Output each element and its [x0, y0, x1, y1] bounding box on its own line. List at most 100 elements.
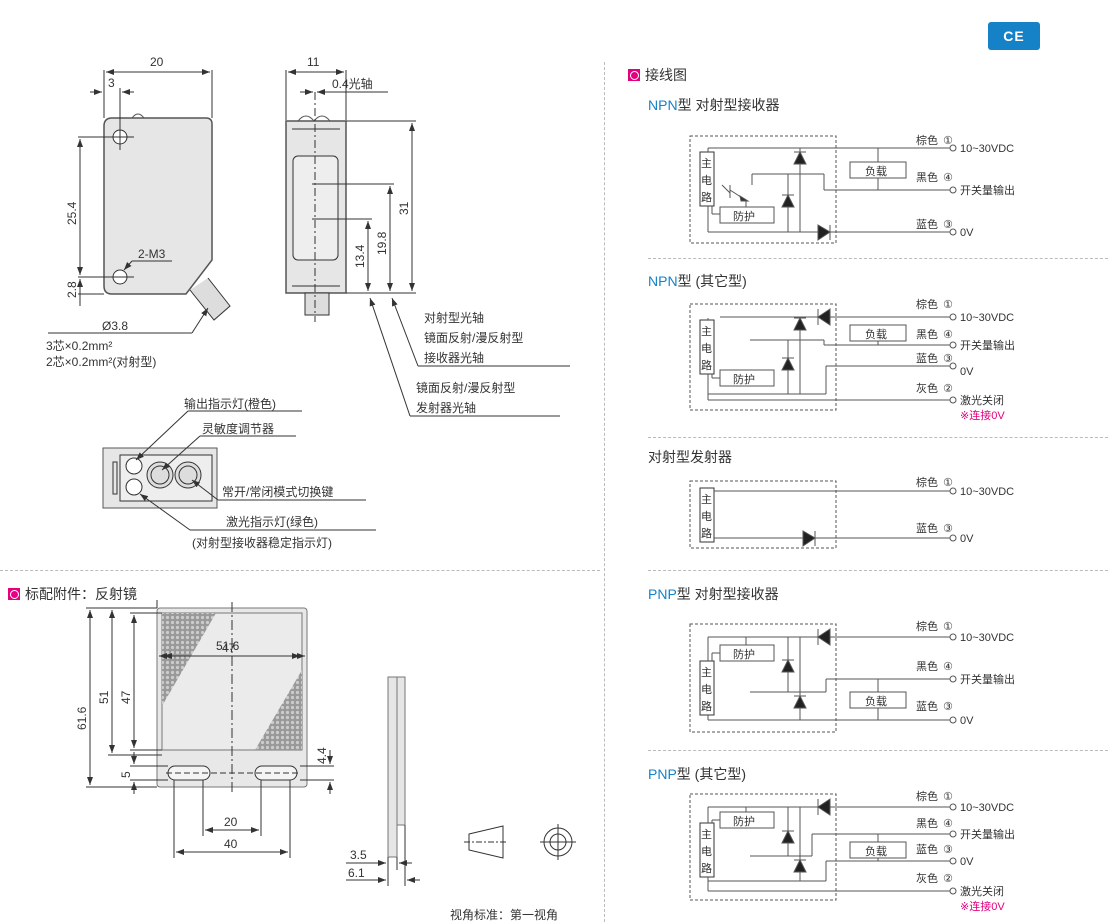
side-view [285, 69, 570, 417]
section-divider [0, 570, 600, 571]
side-dim-emitter-axis: 13.4 [353, 244, 367, 268]
load-label: 负载 [865, 844, 887, 858]
diagram-label: 棕色 [916, 789, 938, 803]
diagram-label: 主 [701, 493, 712, 506]
diagram-label: 路 [701, 527, 712, 540]
side-dim-height: 31 [397, 201, 411, 215]
diagram-title-emitter: 对射型发射器 [648, 449, 732, 465]
diagram-label: 开关量输出 [960, 338, 1015, 352]
diagram-label: 灰色 [916, 871, 938, 885]
diagram-title-pnp-other: PNP型 (其它型) [648, 766, 747, 782]
diagram-label: 0V [960, 227, 974, 239]
diagram-label: 0V [960, 856, 974, 868]
diagram-label: 电 [701, 845, 712, 858]
diagram-label: 蓝色 [916, 842, 938, 856]
protection-label: 防护 [733, 372, 755, 386]
dim-outer-height: 61.6 [75, 706, 89, 730]
dim-outer-width: 51.6 [216, 639, 240, 653]
protection-label: 防护 [733, 647, 755, 661]
label-mode-switch: 常开/常闭模式切换键 [222, 485, 333, 499]
reflector-dimension-drawing: 51.6 47 61.6 51 47 5 4.4 20 40 3.5 6.1 视… [75, 600, 576, 922]
diagram-pnp-receiver [689, 623, 957, 733]
dim-thickness-1: 3.5 [350, 848, 367, 862]
diagram-label: 电 [701, 342, 712, 355]
label-output-led: 输出指示灯(橙色) [184, 396, 276, 411]
diagram-title-npn-receiver: NPN型 对射型接收器 [648, 97, 780, 113]
dim-slot-inner-pitch: 20 [224, 815, 238, 829]
diagram-emitter [689, 480, 957, 549]
diagram-label: 电 [701, 683, 712, 696]
diagram-label: 棕色 [916, 475, 938, 489]
dim-offset: 3 [108, 76, 115, 90]
diagram-label: ③ [943, 219, 953, 231]
callout-receiver-3: 接收器光轴 [424, 350, 484, 365]
diagram-label: 主 [701, 157, 712, 170]
diagram-label: 蓝色 [916, 699, 938, 713]
cable-diameter: Ø3.8 [102, 319, 128, 333]
diagram-label: 蓝色 [916, 521, 938, 535]
callout-receiver-2: 镜面反射/漫反射型 [424, 330, 523, 345]
callout-emitter-2: 发射器光轴 [416, 400, 476, 415]
column-divider [604, 62, 605, 922]
diagram-title-npn-other: NPN型 (其它型) [648, 273, 747, 289]
diagram-label: 10~30VDC [960, 632, 1014, 644]
diagram-label: ① [943, 621, 953, 633]
diagram-label: ① [943, 135, 953, 147]
side-dim-width: 11 [307, 55, 320, 69]
cable-spec-1: 3芯×0.2mm² [46, 339, 112, 353]
diagram-label: ③ [943, 844, 953, 856]
main-circuit-labels: 主电路 主电路 主电路 主电路 主电路 [701, 157, 712, 875]
diagram-label: 蓝色 [916, 217, 938, 231]
laser-off-note: ※连接0V [960, 409, 1005, 422]
diagram-label: 路 [701, 862, 712, 875]
diagram-label: 0V [960, 366, 974, 378]
diagram-label: ① [943, 299, 953, 311]
diagram-label: 棕色 [916, 297, 938, 311]
section-divider [648, 437, 1108, 438]
diagram-label: 0V [960, 715, 974, 727]
diagram-label: 黑色 [916, 170, 938, 184]
callout-receiver-1: 对射型光轴 [424, 310, 484, 325]
diagram-label: ③ [943, 353, 953, 365]
diagram-label: 开关量输出 [960, 827, 1015, 841]
front-view [48, 69, 231, 334]
diagram-label: 黑色 [916, 816, 938, 830]
label-laser-led: 激光指示灯(绿色) [226, 514, 318, 529]
diagram-label: ④ [943, 661, 953, 673]
diagram-npn-receiver [689, 135, 957, 244]
diagram-label: ④ [943, 329, 953, 341]
accessory-title: 标配附件：反射镜 [8, 584, 137, 604]
dim-hole-pitch: 25.4 [65, 201, 79, 225]
diagram-label: ② [943, 873, 953, 885]
diagram-label: 灰色 [916, 381, 938, 395]
ce-badge: CE [988, 22, 1040, 50]
diagram-label: 开关量输出 [960, 672, 1015, 686]
dim-slot-offset: 4.4 [315, 747, 329, 764]
side-dim-receiver-axis: 19.8 [375, 231, 389, 255]
section-divider [648, 258, 1108, 259]
dim-inner-height: 47 [119, 690, 133, 704]
dim-hole-offset: 2.8 [65, 281, 79, 298]
section-marker-icon [628, 69, 640, 81]
label-sensitivity-adjuster: 灵敏度调节器 [202, 421, 274, 436]
dim-slot-height: 5 [119, 771, 133, 778]
load-label: 负载 [865, 694, 887, 708]
cable-spec-2: 2芯×0.2mm²(对射型) [46, 354, 156, 369]
diagram-label: ③ [943, 523, 953, 535]
diagram-label: 路 [701, 359, 712, 372]
dim-slot-outer-pitch: 40 [224, 837, 238, 851]
diagram-label: ③ [943, 701, 953, 713]
side-dim-axis-offset: 0.4光轴 [332, 76, 373, 91]
diagram-title-pnp-receiver: PNP型 对射型接收器 [648, 586, 779, 602]
section-marker-icon [8, 588, 20, 600]
diagram-label: 棕色 [916, 133, 938, 147]
diagram-label: 开关量输出 [960, 183, 1015, 197]
diagram-label: ② [943, 383, 953, 395]
diagram-label: 路 [701, 700, 712, 713]
laser-off-note: ※连接0V [960, 900, 1005, 913]
diagram-label: 路 [701, 191, 712, 204]
projection-label: 视角标准：第一视角 [450, 907, 558, 922]
top-panel-view [102, 410, 376, 531]
diagram-pnp-other [689, 793, 957, 901]
diagram-label: 黑色 [916, 327, 938, 341]
